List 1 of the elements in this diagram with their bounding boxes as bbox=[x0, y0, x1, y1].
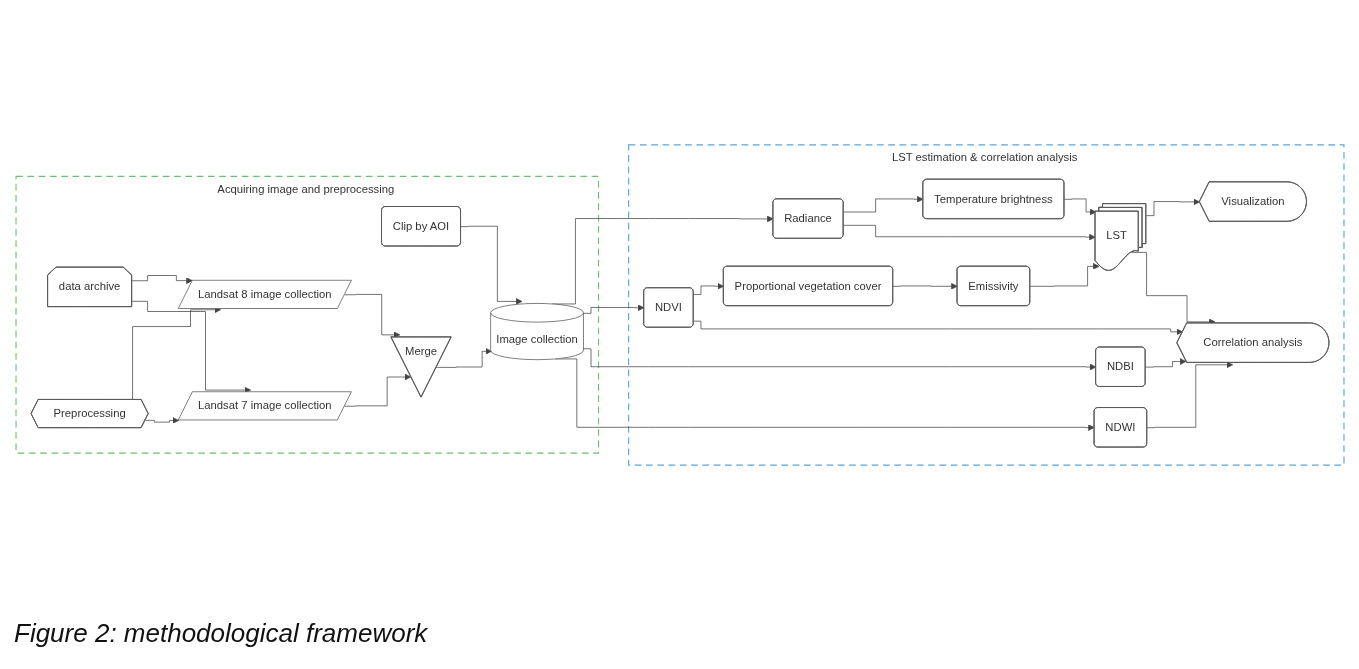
figure-caption: Figure 2: methodological framework bbox=[14, 618, 428, 649]
